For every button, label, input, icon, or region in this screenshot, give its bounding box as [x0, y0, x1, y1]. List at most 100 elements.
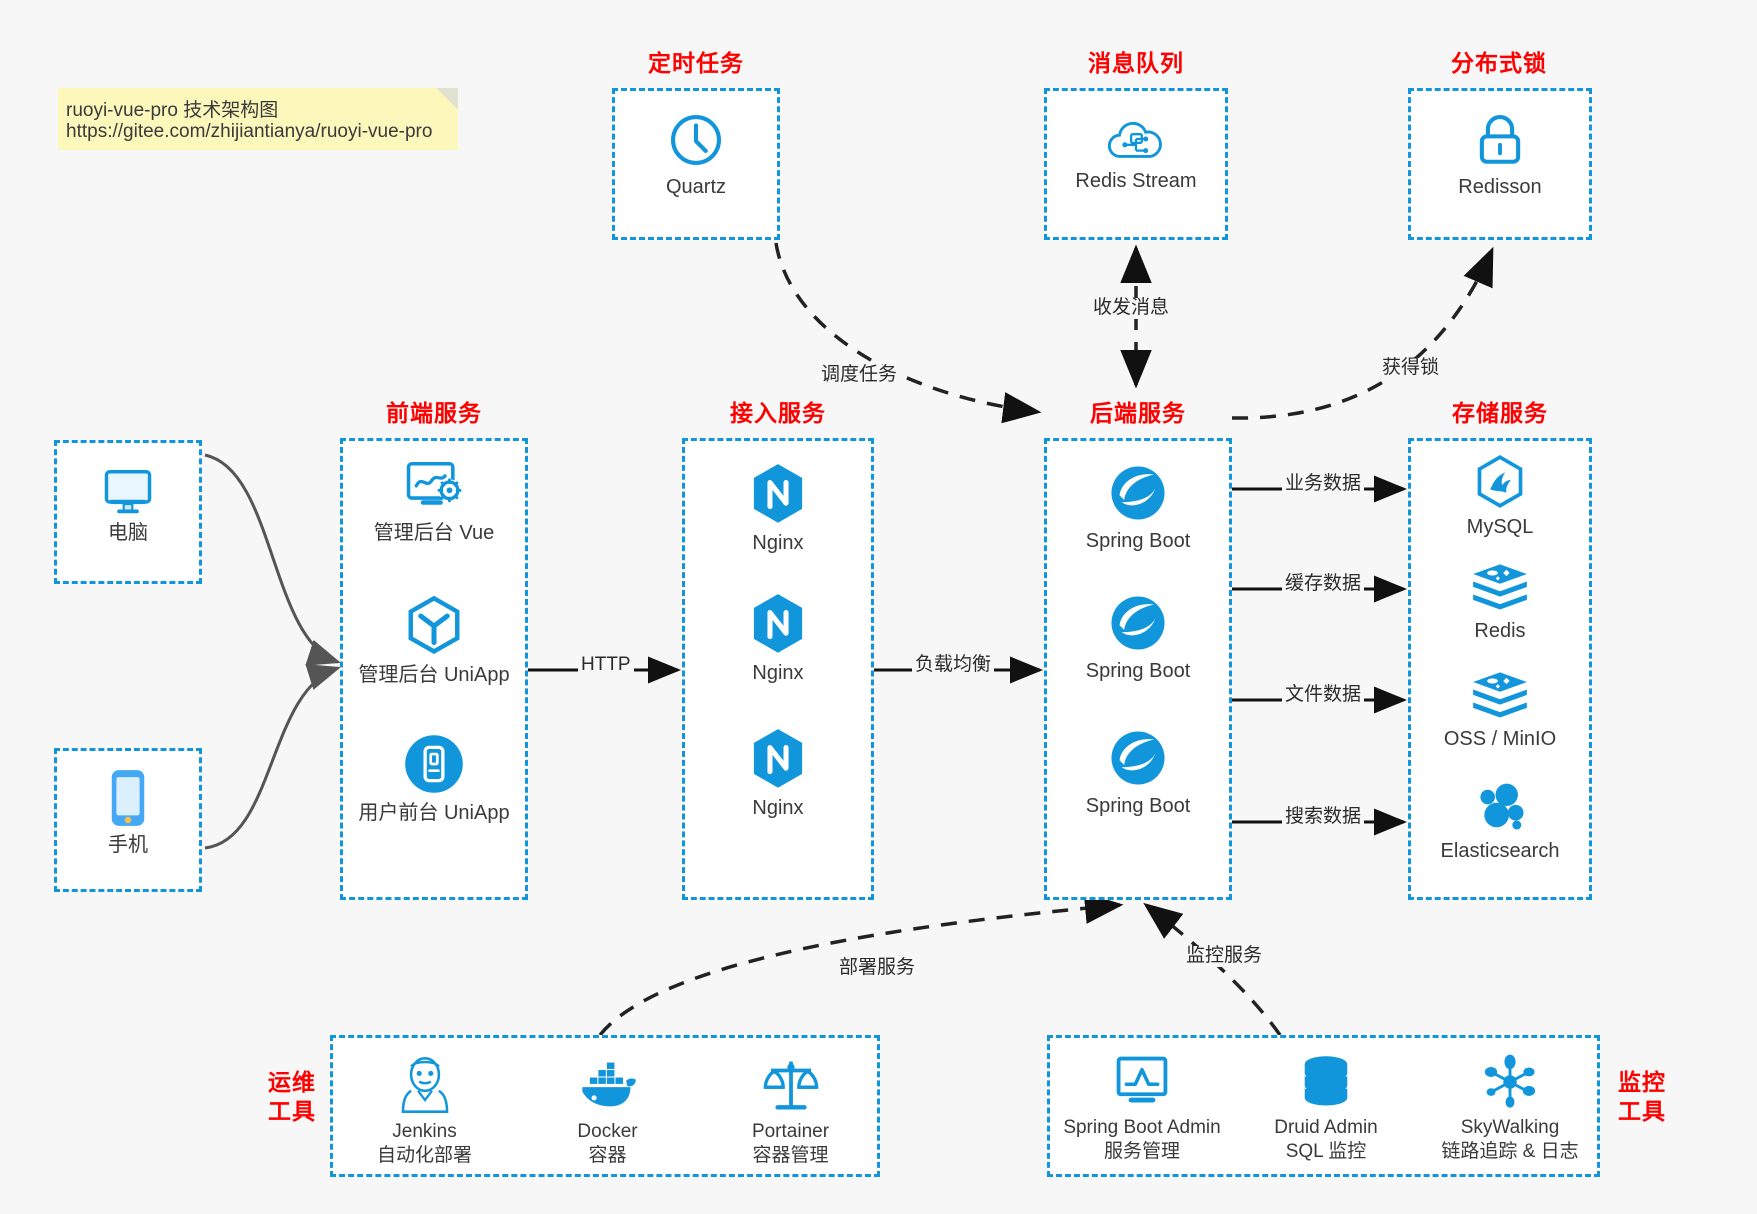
edge-label-business-data: 业务数据: [1282, 473, 1365, 495]
node-skywalking[interactable]: SkyWalking 链路追踪 & 日志: [1418, 1054, 1602, 1164]
node-admin-vue[interactable]: 管理后台 Vue: [343, 459, 525, 546]
group-box-client-mobile[interactable]: 手机: [54, 748, 202, 892]
spring-boot-icon: [1111, 466, 1165, 520]
edge-label-http: HTTP: [578, 654, 634, 676]
group-box-lock[interactable]: Redisson: [1408, 88, 1592, 240]
edge-label-load-balance: 负载均衡: [912, 654, 995, 676]
node-redis-stream[interactable]: Redis Stream: [1047, 115, 1225, 194]
node-jenkins[interactable]: Jenkins 自动化部署: [333, 1056, 516, 1168]
scales-icon: [763, 1061, 818, 1110]
note-fold-icon: [436, 88, 458, 110]
node-redis[interactable]: Redis: [1411, 563, 1589, 644]
group-box-gateway[interactable]: Nginx Nginx Nginx: [682, 438, 874, 900]
node-mysql[interactable]: MySQL: [1411, 455, 1589, 540]
oss-icon: [1473, 672, 1527, 718]
group-box-backend[interactable]: Spring Boot Spring Boot Spring Boot: [1044, 438, 1232, 900]
spring-boot-icon: [1111, 596, 1165, 650]
section-title-storage: 存储服务: [1452, 400, 1548, 426]
mobile-icon: [111, 770, 145, 826]
cloud-network-icon: [1107, 122, 1162, 158]
group-box-mq[interactable]: Redis Stream: [1044, 88, 1228, 240]
node-label: Spring Boot: [1085, 530, 1191, 552]
node-label: 手机: [108, 834, 148, 856]
node-nginx-3[interactable]: Nginx: [685, 728, 871, 821]
node-sublabel: 服务管理: [1103, 1140, 1180, 1162]
node-druid-admin[interactable]: Druid Admin SQL 监控: [1234, 1054, 1418, 1164]
database-icon: [1304, 1056, 1348, 1106]
skywalking-icon: [1484, 1054, 1536, 1108]
elasticsearch-icon: [1480, 783, 1524, 830]
node-label: OSS / MinIO: [1443, 728, 1557, 750]
cube-icon: [408, 595, 460, 655]
note-line-1: ruoyi-vue-pro 技术架构图: [66, 100, 279, 121]
node-user-uniapp[interactable]: 用户前台 UniApp: [343, 733, 525, 826]
section-title-gateway: 接入服务: [730, 400, 826, 426]
node-docker[interactable]: Docker 容器: [516, 1056, 699, 1168]
node-spring-boot-3[interactable]: Spring Boot: [1047, 728, 1229, 819]
group-box-client-desktop[interactable]: 电脑: [54, 440, 202, 584]
section-title-devops-line2: 工具: [268, 1097, 316, 1124]
node-label: MySQL: [1466, 516, 1534, 538]
node-label: Jenkins: [392, 1121, 457, 1142]
node-spring-boot-1[interactable]: Spring Boot: [1047, 463, 1229, 554]
group-box-monitor[interactable]: Spring Boot Admin 服务管理 Druid Admin SQL 监…: [1047, 1035, 1600, 1177]
node-label: Docker: [577, 1121, 638, 1142]
node-portainer[interactable]: Portainer 容器管理: [699, 1056, 882, 1168]
node-sublabel: 容器: [588, 1144, 627, 1166]
edge-label-cache-data: 缓存数据: [1282, 573, 1365, 595]
node-label: 电脑: [108, 522, 148, 544]
mysql-icon: [1477, 455, 1523, 508]
node-label: Spring Boot: [1085, 795, 1191, 817]
node-label: Spring Boot: [1085, 660, 1191, 682]
desktop-icon: [104, 470, 152, 514]
section-title-devops: 运维 工具: [258, 1068, 326, 1126]
node-oss-minio[interactable]: OSS / MinIO: [1411, 671, 1589, 752]
node-sublabel: SQL 监控: [1285, 1140, 1367, 1162]
node-label: 用户前台 UniApp: [358, 802, 510, 824]
monitor-chart-icon: [1116, 1056, 1168, 1103]
node-desktop[interactable]: 电脑: [57, 463, 199, 546]
group-box-storage[interactable]: MySQL Redis OSS / MinIO: [1408, 438, 1592, 900]
nginx-icon: [753, 594, 803, 653]
phone-app-icon: [405, 735, 463, 793]
nginx-icon: [753, 464, 803, 523]
node-mobile[interactable]: 手机: [57, 769, 199, 858]
node-spring-boot-admin[interactable]: Spring Boot Admin 服务管理: [1050, 1054, 1234, 1164]
section-title-monitor: 监控 工具: [1608, 1068, 1676, 1126]
edge-label-acquire-lock: 获得锁: [1379, 357, 1443, 379]
node-elasticsearch[interactable]: Elasticsearch: [1411, 779, 1589, 864]
section-title-scheduler: 定时任务: [648, 50, 744, 76]
edge-label-search-data: 搜索数据: [1282, 806, 1365, 828]
node-admin-uniapp[interactable]: 管理后台 UniApp: [343, 595, 525, 688]
group-box-devops[interactable]: Jenkins 自动化部署 Docker 容器: [330, 1035, 880, 1177]
node-redisson[interactable]: Redisson: [1411, 111, 1589, 200]
sticky-note: ruoyi-vue-pro 技术架构图 https://gitee.com/zh…: [58, 88, 458, 150]
section-title-monitor-line2: 工具: [1618, 1097, 1666, 1124]
node-label: Nginx: [752, 532, 804, 554]
node-label: Redis Stream: [1075, 170, 1197, 192]
node-label: Druid Admin: [1274, 1117, 1378, 1138]
node-label: Redis: [1474, 620, 1526, 642]
node-nginx-2[interactable]: Nginx: [685, 593, 871, 686]
node-nginx-1[interactable]: Nginx: [685, 463, 871, 556]
node-label: Spring Boot Admin: [1063, 1117, 1221, 1138]
node-label: Nginx: [752, 662, 804, 684]
dashboard-gear-icon: [406, 461, 462, 505]
note-line-2: https://gitee.com/zhijiantianya/ruoyi-vu…: [66, 121, 433, 142]
group-box-frontend[interactable]: 管理后台 Vue 管理后台 UniApp 用户前台 UniApp: [340, 438, 528, 900]
node-quartz[interactable]: Quartz: [615, 111, 777, 200]
node-spring-boot-2[interactable]: Spring Boot: [1047, 593, 1229, 684]
edge-label-file-data: 文件数据: [1282, 684, 1365, 706]
node-label: Nginx: [752, 797, 804, 819]
group-box-scheduler[interactable]: Quartz: [612, 88, 780, 240]
node-label: 管理后台 Vue: [373, 522, 495, 544]
edge-label-schedule-task: 调度任务: [818, 364, 901, 386]
lock-icon: [1479, 115, 1521, 164]
section-title-devops-line1: 运维: [268, 1069, 316, 1095]
section-title-backend: 后端服务: [1090, 400, 1186, 426]
section-title-frontend: 前端服务: [386, 400, 482, 426]
section-title-monitor-line1: 监控: [1618, 1069, 1666, 1095]
node-label: Elasticsearch: [1440, 840, 1560, 862]
node-label: Quartz: [665, 176, 727, 198]
